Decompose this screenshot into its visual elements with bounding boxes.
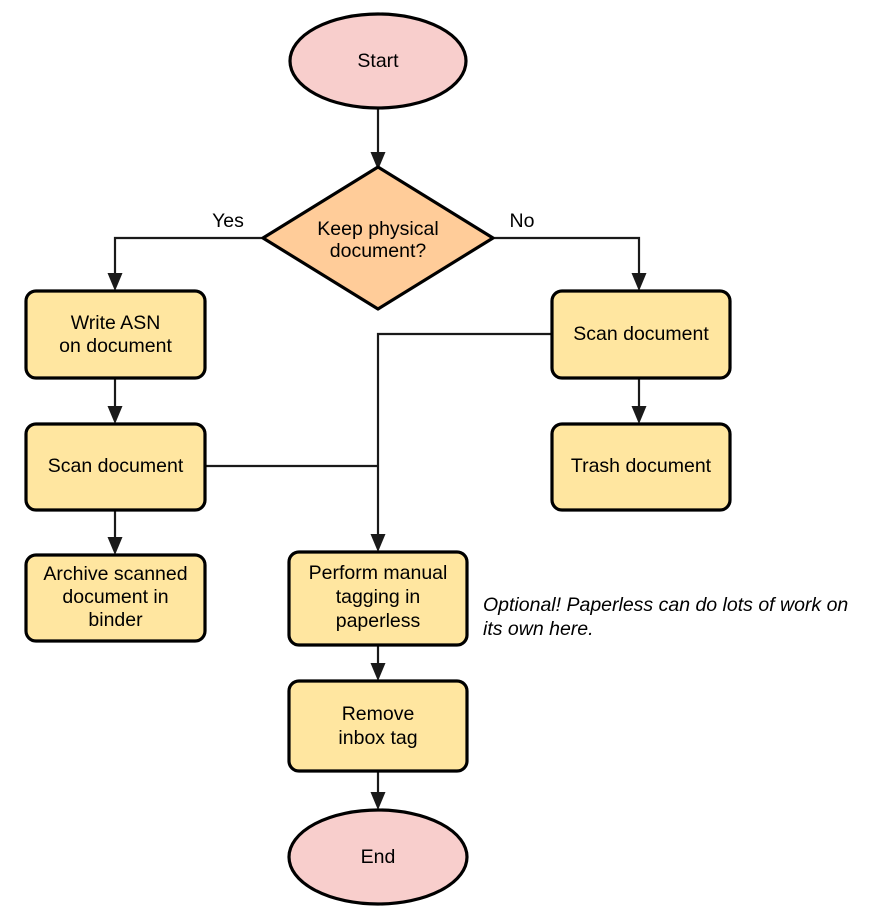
tagging-label-line3: paperless [336, 610, 421, 632]
tagging-label-line1: Perform manual [309, 562, 448, 584]
annotation-line1: Optional! Paperless can do lots of work … [483, 594, 848, 616]
remove-inbox-label-line2: inbox tag [338, 727, 417, 749]
arrowhead [631, 406, 647, 424]
node-scan-document-left[interactable]: Scan document [24, 422, 207, 512]
scan-document-left-label: Scan document [48, 455, 184, 477]
arrowhead [370, 534, 386, 552]
edge-label-no: No [510, 210, 535, 232]
write-asn-label-line1: Write ASN [71, 312, 161, 334]
archive-box[interactable] [24, 553, 207, 643]
edge-scan-left-to-archive [107, 510, 123, 555]
write-asn-label-line2: on document [59, 335, 172, 357]
edge-start-to-decision [370, 109, 386, 170]
decision-label-line2: document? [330, 240, 427, 262]
node-write-asn[interactable]: Write ASN on document [24, 289, 207, 380]
edge-scan-right-to-tagging [370, 332, 552, 552]
write-asn-box[interactable] [24, 289, 207, 380]
end-ellipse[interactable] [287, 808, 469, 906]
annotation-optional-paperless: Optional! Paperless can do lots of work … [483, 594, 848, 640]
edge-write-asn-to-scan-left [107, 378, 123, 424]
remove-inbox-tag-box[interactable] [287, 679, 469, 773]
arrowhead [107, 537, 123, 555]
node-start[interactable]: Start [288, 12, 468, 110]
scan-document-left-box[interactable] [24, 422, 207, 512]
arrowhead [631, 273, 647, 291]
annotation-line2: its own here. [483, 618, 594, 640]
node-trash-document[interactable]: Trash document [550, 422, 732, 512]
edge-label-yes: Yes [212, 210, 244, 232]
archive-label-line3: binder [88, 609, 143, 631]
edge-line [376, 332, 552, 540]
edge-scan-right-to-trash [631, 378, 647, 424]
edge-tagging-to-remove-inbox [370, 645, 386, 681]
node-end[interactable]: End [287, 808, 469, 906]
end-label: End [361, 846, 396, 868]
tagging-label-line2: tagging in [336, 586, 421, 608]
node-scan-document-right[interactable]: Scan document [550, 289, 732, 380]
trash-document-box[interactable] [550, 422, 732, 512]
edge-line [493, 236, 641, 279]
node-perform-manual-tagging[interactable]: Perform manual tagging in paperless [287, 550, 469, 647]
scan-document-right-box[interactable] [550, 289, 732, 380]
node-decision-keep-physical-document[interactable]: Keep physical document? [261, 165, 495, 311]
scan-document-right-label: Scan document [573, 323, 709, 345]
archive-label-line1: Archive scanned [43, 563, 187, 585]
remove-inbox-label-line1: Remove [342, 703, 415, 725]
node-archive-scanned-document[interactable]: Archive scanned document in binder [24, 553, 207, 643]
archive-label-line2: document in [62, 586, 168, 608]
trash-document-label: Trash document [571, 455, 712, 477]
arrowhead [107, 273, 123, 291]
start-ellipse[interactable] [288, 12, 468, 110]
arrowhead [370, 152, 386, 170]
arrowhead [370, 663, 386, 681]
arrowhead [107, 406, 123, 424]
edge-decision-yes-to-write-asn [107, 236, 263, 291]
start-label: Start [357, 50, 399, 72]
arrowhead [370, 792, 386, 810]
edge-remove-inbox-to-end [370, 771, 386, 810]
edge-decision-no-to-scan-right [493, 236, 647, 291]
decision-diamond[interactable] [261, 165, 495, 311]
edge-line [113, 236, 263, 279]
decision-label-line1: Keep physical [317, 218, 438, 240]
node-remove-inbox-tag[interactable]: Remove inbox tag [287, 679, 469, 773]
tagging-box[interactable] [287, 550, 469, 647]
